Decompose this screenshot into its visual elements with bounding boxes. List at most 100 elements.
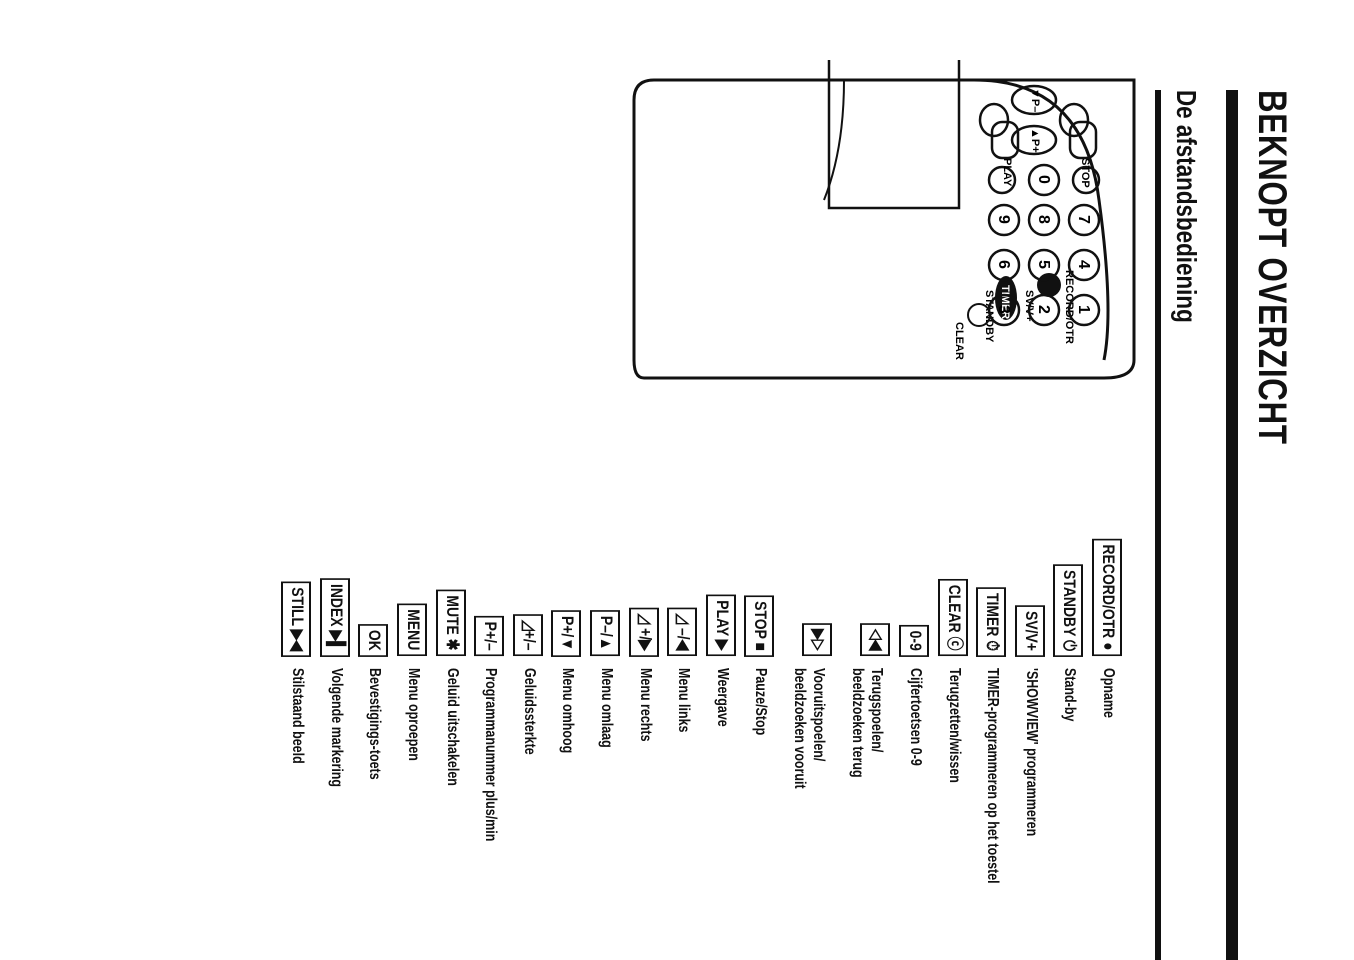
legend-key: STILL ▶◀	[281, 581, 312, 657]
legend-desc: Stilstaand beeld	[289, 668, 307, 765]
p-plus-button[interactable]	[1010, 124, 1058, 156]
legend-row: ◿ +/▶ Menu rechts	[620, 508, 659, 960]
digit-2-button[interactable]	[1027, 293, 1061, 327]
digit-1-button[interactable]	[1067, 293, 1101, 327]
legend-desc: 'SHOWVIEW' programmeren	[1022, 668, 1040, 837]
digit-6-label: 6	[995, 260, 1012, 269]
digit-3-button[interactable]	[987, 293, 1021, 327]
digit-4-label: 4	[1075, 260, 1092, 269]
digit-8-label: 8	[1035, 215, 1052, 224]
legend-desc: Vooruitspoelen/ beeldzoeken vooruit	[791, 668, 828, 790]
vol-plus-button[interactable]	[978, 102, 1010, 138]
digit-9-button[interactable]	[987, 203, 1021, 237]
legend-row: P+/– Programmanummer plus/min	[466, 508, 505, 960]
legend-row: CLEAR ⓒ Terugzetten/wissen	[929, 508, 968, 960]
legend-row: STILL ▶◀ Stilstaand beeld	[273, 508, 312, 960]
legend-desc: Cijfertoetsen 0-9	[907, 668, 925, 767]
legend-key: MUTE ✱	[435, 589, 466, 657]
legend-row: MENU Menu oproepen	[389, 508, 428, 960]
digit-3-label: 3	[995, 305, 1012, 314]
legend-row: ◿ –/◀ Menu links	[659, 508, 698, 960]
digit-7-label: 7	[1075, 215, 1092, 224]
legend-key: ◿+/–	[512, 614, 543, 657]
legend-desc: Volgende markering	[327, 668, 345, 788]
p-minus-label: ▼P–	[1029, 88, 1041, 112]
number-pad: 1 2 3 4 5 6 7 8 9 0 STOP PLAY	[987, 120, 1101, 327]
legend-row: 0-9 Cijfertoetsen 0-9	[890, 508, 930, 960]
legend-desc: Terugzetten/wissen	[945, 668, 963, 784]
forward-button[interactable]	[987, 165, 1017, 195]
digit-6-button[interactable]	[987, 248, 1021, 282]
legend-row: TIMER ⏱ TIMER-programmeren op het toeste…	[968, 508, 1007, 960]
legend-row: STOP ■ Pauze/Stop	[736, 508, 775, 960]
digit-0-label: 0	[1035, 175, 1052, 184]
digit-7-button[interactable]	[1067, 203, 1101, 237]
remote-control-illustration: RECORD/OTR STANDBY SV/V+ TIMER CLEAR 1 2…	[632, 60, 1136, 380]
digit-5-button[interactable]	[1027, 248, 1061, 282]
title-rule	[1226, 90, 1238, 960]
legend-row: RECORD/OTR ● Opname	[1083, 508, 1122, 960]
legend-row: MUTE ✱ Geluid uitschakelen	[427, 508, 466, 960]
legend-desc: Geluid uitschakelen	[443, 668, 461, 787]
legend-key: PLAY ▶	[705, 594, 736, 657]
legend-key: STANDBY ⏻	[1053, 563, 1084, 657]
legend-key: MENU	[397, 603, 428, 657]
digit-2-label: 2	[1035, 305, 1052, 314]
legend-row: SV/V+ 'SHOWVIEW' programmeren	[1006, 508, 1045, 960]
legend-key: ◁◀	[860, 623, 891, 657]
digit-9-label: 9	[995, 215, 1012, 224]
legend-row: INDEX ▶▌ Volgende markering	[311, 508, 350, 960]
play-label: PLAY	[1001, 158, 1013, 187]
legend-row: STANDBY ⏻ Stand-by	[1045, 508, 1084, 960]
legend-desc: Menu omlaag	[598, 668, 616, 749]
button-legend: RECORD/OTR ● Opname STANDBY ⏻ Stand-by S…	[273, 508, 1122, 960]
rewind-button[interactable]	[1071, 165, 1101, 195]
legend-desc: Weergave	[713, 668, 731, 728]
timer-button[interactable]	[995, 276, 1017, 320]
legend-desc: Opname	[1100, 668, 1117, 719]
legend-desc: Menu links	[675, 668, 693, 733]
digit-1-label: 1	[1075, 305, 1092, 314]
legend-row: OK Bevestigings-toets	[350, 508, 389, 960]
legend-row: ▶▷ Vooruitspoelen/ beeldzoeken vooruit	[774, 508, 833, 960]
digit-4-button[interactable]	[1067, 248, 1101, 282]
p-minus-button[interactable]	[1010, 84, 1058, 116]
remote-body	[632, 78, 1136, 380]
legend-desc: Menu oproepen	[405, 668, 423, 762]
legend-key: ▶▷	[802, 623, 833, 657]
legend-key: P–/▲	[590, 610, 621, 657]
legend-desc: Stand-by	[1061, 668, 1079, 722]
legend-key: OK	[358, 624, 389, 657]
digit-5-label: 5	[1035, 260, 1052, 269]
legend-key: STOP ■	[744, 595, 775, 657]
stop-button[interactable]	[1068, 120, 1098, 160]
legend-key: RECORD/OTR ●	[1092, 538, 1122, 657]
legend-key: INDEX ▶▌	[319, 577, 350, 657]
legend-row: ◿+/– Geluidssterkte	[504, 508, 543, 960]
digit-0-button[interactable]	[1027, 163, 1061, 197]
legend-row: P–/▲ Menu omlaag	[581, 508, 621, 960]
legend-desc: Menu omhoog	[559, 668, 577, 754]
legend-row: ◁◀ Terugspoelen/ beeldzoeken terug	[832, 508, 891, 960]
legend-key: P+/–	[474, 615, 505, 657]
legend-row: PLAY ▶ Weergave	[697, 508, 736, 960]
function-key-panel	[827, 60, 961, 210]
legend-row: P+/▼ Menu omhoog	[543, 508, 582, 960]
legend-key: ◿ +/▶	[628, 607, 659, 657]
record-button[interactable]	[1037, 273, 1061, 297]
remote-top-bulge	[973, 78, 1110, 361]
legend-desc: Bevestigings-toets	[366, 668, 384, 781]
digit-8-button[interactable]	[1027, 203, 1061, 237]
legend-key: TIMER ⏱	[976, 586, 1007, 657]
legend-desc: Pauze/Stop	[752, 668, 770, 736]
stop-label: STOP	[1079, 158, 1091, 188]
vol-minus-button[interactable]	[1058, 102, 1090, 138]
play-button[interactable]	[990, 120, 1020, 160]
remote-bottom-curve	[823, 79, 845, 201]
page-title: BEKNOPT OVERZICHT	[1250, 90, 1294, 445]
clear-label: CLEAR	[953, 322, 965, 360]
legend-desc: TIMER-programmeren op het toestel	[984, 668, 1002, 885]
legend-key: ◿ –/◀	[667, 608, 698, 657]
legend-desc: Geluidssterkte	[520, 668, 538, 756]
